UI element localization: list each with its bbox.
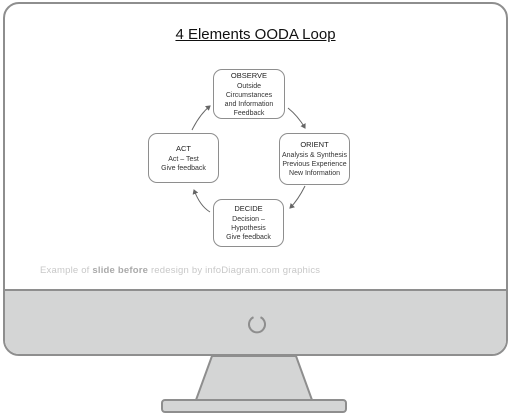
node-observe-line: and Information — [224, 100, 274, 108]
node-act-line: Give feedback — [161, 164, 206, 172]
node-orient-line: Previous Experience — [282, 161, 347, 168]
node-observe-line: Feedback — [233, 109, 265, 117]
node-act-title: ACT — [176, 143, 191, 153]
monitor-frame — [3, 2, 508, 356]
node-observe: OBSERVE Outside Circumstances and Inform… — [213, 69, 285, 119]
caption-suffix: redesign by infoDiagram.com graphics — [148, 265, 321, 276]
node-orient-title: ORIENT — [300, 140, 329, 149]
node-observe-title: OBSERVE — [230, 70, 268, 80]
caption-prefix: Example of — [40, 265, 93, 276]
power-button-icon[interactable] — [246, 313, 268, 335]
node-act-line: Act – Test — [168, 155, 199, 163]
node-orient-line: New Information — [289, 170, 340, 177]
node-decide-title: DECIDE — [234, 204, 263, 213]
node-decide-line: Give feedback — [226, 234, 271, 241]
monitor-chin — [5, 289, 506, 354]
node-orient-line: Analysis & Synthesis — [282, 152, 347, 159]
node-decide-line: Decision – Hypothesis — [231, 216, 266, 232]
node-decide: DECIDE Decision – Hypothesis Give feedba… — [213, 199, 284, 247]
node-act: ACT Act – Test Give feedback — [148, 133, 219, 183]
node-observe-line: Outside Circumstances — [225, 82, 273, 99]
caption-bold: slide before — [92, 265, 149, 276]
node-orient: ORIENT Analysis & Synthesis Previous Exp… — [279, 133, 350, 185]
slide-caption: Example of slide before redesign by info… — [40, 265, 320, 276]
slide-title: 4 Elements OODA Loop — [175, 26, 336, 43]
